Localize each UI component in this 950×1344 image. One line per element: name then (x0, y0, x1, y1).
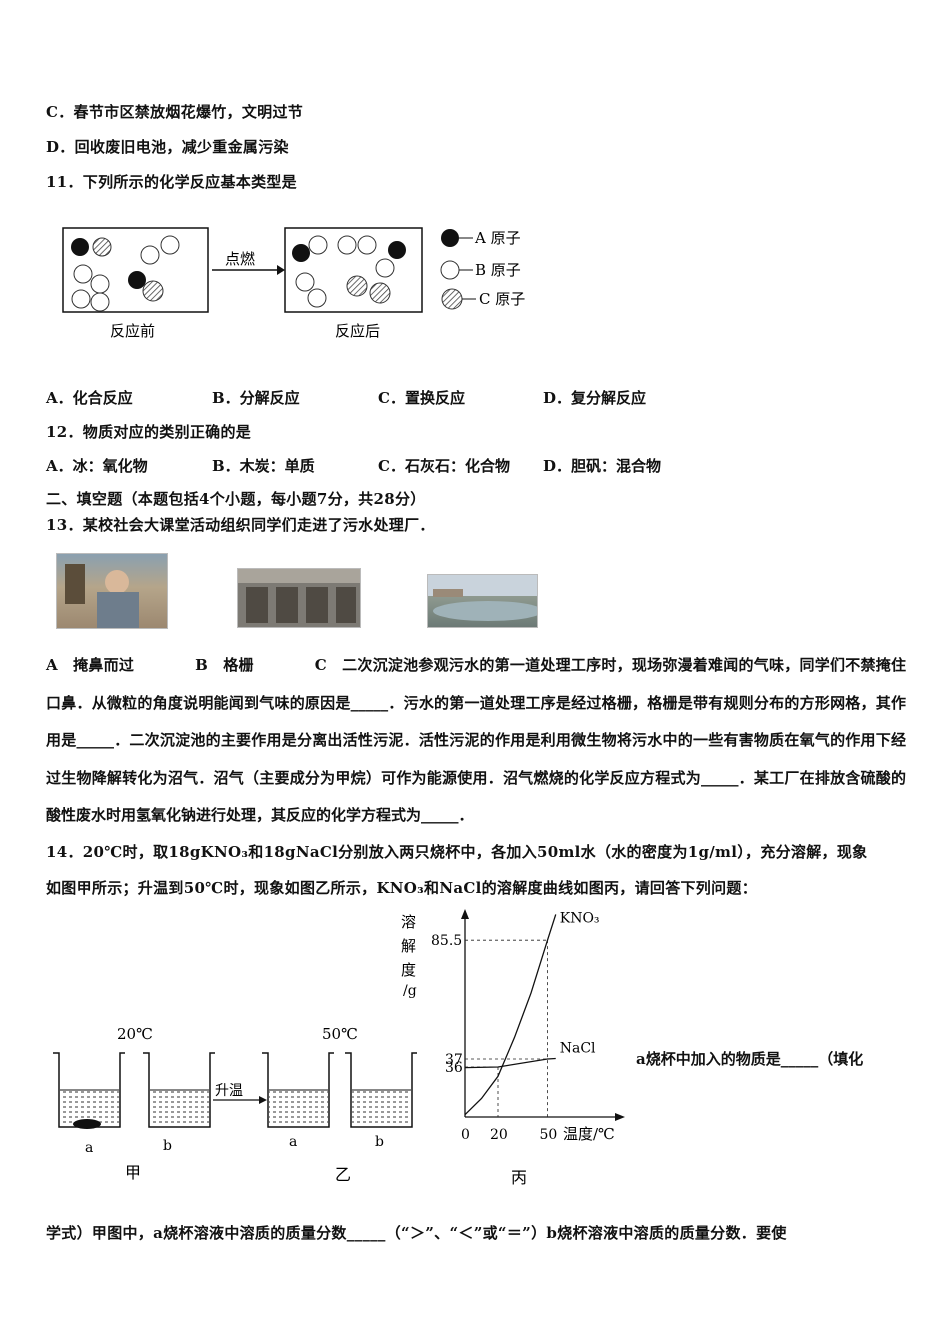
beaker-b-label: b (163, 1138, 172, 1154)
photo-sedimentation-tank (427, 574, 538, 628)
legend-atom-b (440, 260, 460, 280)
atom-b (357, 235, 377, 255)
legend-b-label: B 原子 (475, 261, 521, 279)
q11-option-b: B．分解反应 (212, 389, 300, 407)
y-tick-label: 85.5 (431, 933, 462, 949)
question-14-side-text: a烧杯中加入的物质是_____（填化 (636, 1050, 864, 1068)
reaction-arrowhead (277, 265, 285, 275)
y-axis-label: /g (403, 983, 417, 999)
q12-option-b: B．木炭：单质 (212, 457, 315, 475)
arrow-label: 点燃 (225, 250, 255, 268)
beaker-a-label: a (289, 1134, 297, 1150)
x-tick-label: 20 (490, 1127, 508, 1143)
legend-atom-a (441, 229, 459, 247)
beaker-a-jia (53, 1052, 125, 1129)
atom-b (160, 235, 180, 255)
after-label: 反应后 (335, 322, 380, 340)
legend-a-label: A 原子 (474, 229, 521, 247)
atom-a (71, 238, 89, 256)
beaker-b-label: b (375, 1134, 384, 1150)
question-14-bottom-text: 学式）甲图中，a烧杯溶液中溶质的质量分数_____（“＞”、“＜”或“＝”）b烧… (46, 1224, 787, 1242)
beaker-a-yi (262, 1052, 334, 1128)
x-tick-label: 0 (461, 1127, 470, 1143)
figure-bing-label: 丙 (511, 1168, 527, 1187)
atom-b (73, 264, 93, 284)
question-12: 12．物质对应的类别正确的是 (46, 423, 252, 441)
nacl-curve (464, 1057, 556, 1069)
photo-grille (237, 568, 361, 628)
y-tick-label: 37 (445, 1052, 463, 1068)
q11-option-c: C．置换反应 (378, 389, 465, 407)
question-11: 11．下列所示的化学反应基本类型是 (46, 173, 297, 191)
q12-option-d: D．胆矾：混合物 (543, 457, 662, 475)
photo-covering-nose (56, 553, 168, 629)
atom-c (92, 237, 112, 257)
figure-jia-label: 甲 (125, 1163, 141, 1182)
question-13: 13．某校社会大课堂活动组织同学们走进了污水处理厂． (46, 516, 435, 534)
section-2-heading: 二、填空题（本题包括4个小题，每小题7分，共28分） (46, 490, 426, 508)
legend-atom-c (441, 288, 463, 310)
after-box (284, 227, 423, 313)
atom-b (90, 274, 110, 294)
atom-b (90, 292, 110, 312)
beaker-b-jia (143, 1052, 215, 1128)
x-axis-label: 温度/℃ (563, 1125, 615, 1143)
q12-option-c: C．石灰石：化合物 (378, 457, 510, 475)
q11-option-d: D．复分解反应 (543, 389, 647, 407)
atom-b (308, 235, 328, 255)
kno3-curve (464, 914, 557, 1116)
beaker-diagram: 20℃ 50℃ 升温 a b a b 甲 乙 (53, 1025, 417, 1184)
atom-b (140, 245, 160, 265)
nacl-series-label: NaCl (560, 1041, 596, 1057)
kno3-series-label: KNO₃ (560, 910, 600, 926)
before-label: 反应前 (110, 322, 155, 340)
y-tick-label: 36 (445, 1060, 463, 1076)
y-axis-label: 度 (401, 961, 416, 979)
option-d-text: D．回收废旧电池，减少重金属污染 (46, 138, 289, 156)
y-axis-label: 溶 (401, 913, 416, 931)
x-tick-label: 50 (540, 1127, 558, 1143)
before-box (62, 227, 209, 313)
q12-option-a: A．冰：氧化物 (46, 457, 148, 475)
beaker-a-label: a (85, 1140, 93, 1156)
atom-c (346, 275, 368, 297)
atom-b (375, 258, 395, 278)
question-13-text: A 掩鼻而过 B 格栅 C 二次沉淀池参观污水的第一道处理工序时，现场弥漫着难闻… (46, 656, 906, 824)
figure-yi-label: 乙 (335, 1165, 351, 1184)
question-14-line2: 如图甲所示；升温到50℃时，现象如图乙所示，KNO₃和NaCl的溶解度曲线如图丙… (46, 879, 758, 897)
atom-b (295, 272, 315, 292)
temp-50-label: 50℃ (322, 1025, 358, 1043)
atom-c (369, 282, 391, 304)
q11-option-a: A．化合反应 (46, 389, 133, 407)
atom-b (307, 288, 327, 308)
atom-c (142, 280, 164, 302)
atom-b (337, 235, 357, 255)
heat-label: 升温 (215, 1083, 243, 1099)
atom-b (71, 289, 91, 309)
reaction-diagram: 点燃 A 原子 B 原子 C 原子 反应前 反应后 (62, 227, 525, 340)
legend-c-label: C 原子 (479, 290, 525, 308)
atom-a (128, 271, 146, 289)
atom-a (388, 241, 406, 259)
question-14-line1: 14．20℃时，取18gKNO₃和18gNaCl分别放入两只烧杯中，各加入50m… (46, 843, 868, 861)
temp-20-label: 20℃ (117, 1025, 153, 1043)
beaker-b-yi (345, 1052, 417, 1128)
atom-a (292, 244, 310, 262)
y-axis-label: 解 (401, 937, 416, 955)
option-c-text: C．春节市区禁放烟花爆竹，文明过节 (46, 103, 304, 121)
